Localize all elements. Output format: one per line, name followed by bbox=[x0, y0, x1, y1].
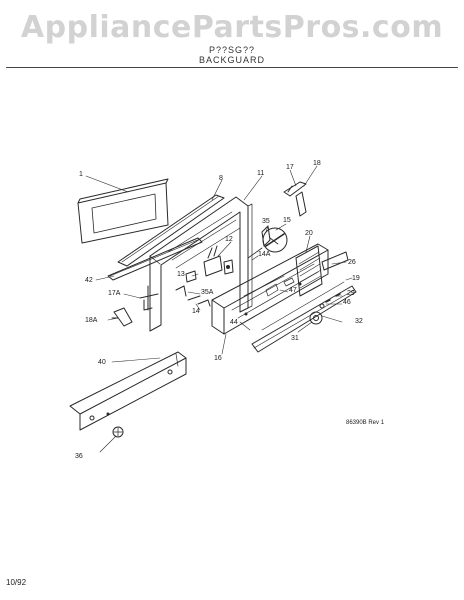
part-main-frame bbox=[149, 196, 253, 332]
callout-13: 13 bbox=[177, 271, 185, 278]
callout-36: 36 bbox=[75, 453, 83, 460]
callout-16: 16 bbox=[214, 355, 222, 362]
callout-26: 26 bbox=[348, 259, 356, 266]
part-overlay-strip bbox=[251, 281, 357, 353]
callout-32: 32 bbox=[355, 318, 363, 325]
part-vent-grille bbox=[295, 245, 323, 297]
callout-47: 47 bbox=[289, 287, 297, 294]
callout-35: 35 bbox=[262, 218, 270, 225]
callout-29: 29 bbox=[347, 290, 355, 297]
callout-11: 11 bbox=[257, 170, 265, 177]
callout-19: 19 bbox=[352, 275, 360, 282]
callout-8: 8 bbox=[219, 175, 223, 182]
callout-18a: 18A bbox=[85, 317, 98, 324]
callout-35a: 35A bbox=[201, 289, 214, 296]
callout-42: 42 bbox=[85, 277, 93, 284]
part-end-cap bbox=[321, 251, 349, 271]
part-lower-rail bbox=[69, 351, 187, 431]
part-35-clips bbox=[175, 225, 271, 297]
diagram-heading-line-1: P??SG?? bbox=[208, 45, 256, 55]
part-small-clips bbox=[185, 270, 211, 307]
part-lower-strip bbox=[107, 237, 203, 281]
leader-lines bbox=[85, 165, 353, 453]
callout-44: 44 bbox=[230, 319, 238, 326]
part-angled-strip bbox=[117, 194, 225, 267]
callout-17a: 17A bbox=[108, 290, 121, 297]
part-knob-screws bbox=[309, 293, 341, 325]
callout-31: 31 bbox=[291, 335, 299, 342]
date-code: 10/92 bbox=[6, 578, 27, 587]
part-screw-36 bbox=[112, 426, 124, 438]
callout-14a: 14A bbox=[258, 251, 271, 258]
callout-20: 20 bbox=[305, 230, 313, 237]
callout-1: 1 bbox=[79, 171, 83, 178]
callout-40: 40 bbox=[98, 359, 106, 366]
part-bracket-17a bbox=[139, 285, 159, 311]
watermark-text: AppliancePartsPros.com bbox=[20, 10, 444, 45]
part-knob-detail bbox=[247, 227, 288, 259]
part-bracket-18a bbox=[111, 307, 133, 327]
diagram-heading-line-2: BACKGUARD bbox=[198, 55, 265, 65]
callout-17: 17 bbox=[286, 164, 294, 171]
callout-14: 14 bbox=[192, 308, 200, 315]
drawing-number: 86390B Rev 1 bbox=[346, 420, 385, 426]
part-switch-block bbox=[203, 245, 234, 277]
part-brackets-top bbox=[283, 181, 307, 217]
callout-12: 12 bbox=[225, 236, 233, 243]
callout-18: 18 bbox=[313, 160, 321, 167]
callout-46: 46 bbox=[343, 299, 351, 306]
callout-15: 15 bbox=[283, 217, 291, 224]
header-rule bbox=[6, 67, 458, 68]
part-back-panel bbox=[77, 178, 169, 244]
